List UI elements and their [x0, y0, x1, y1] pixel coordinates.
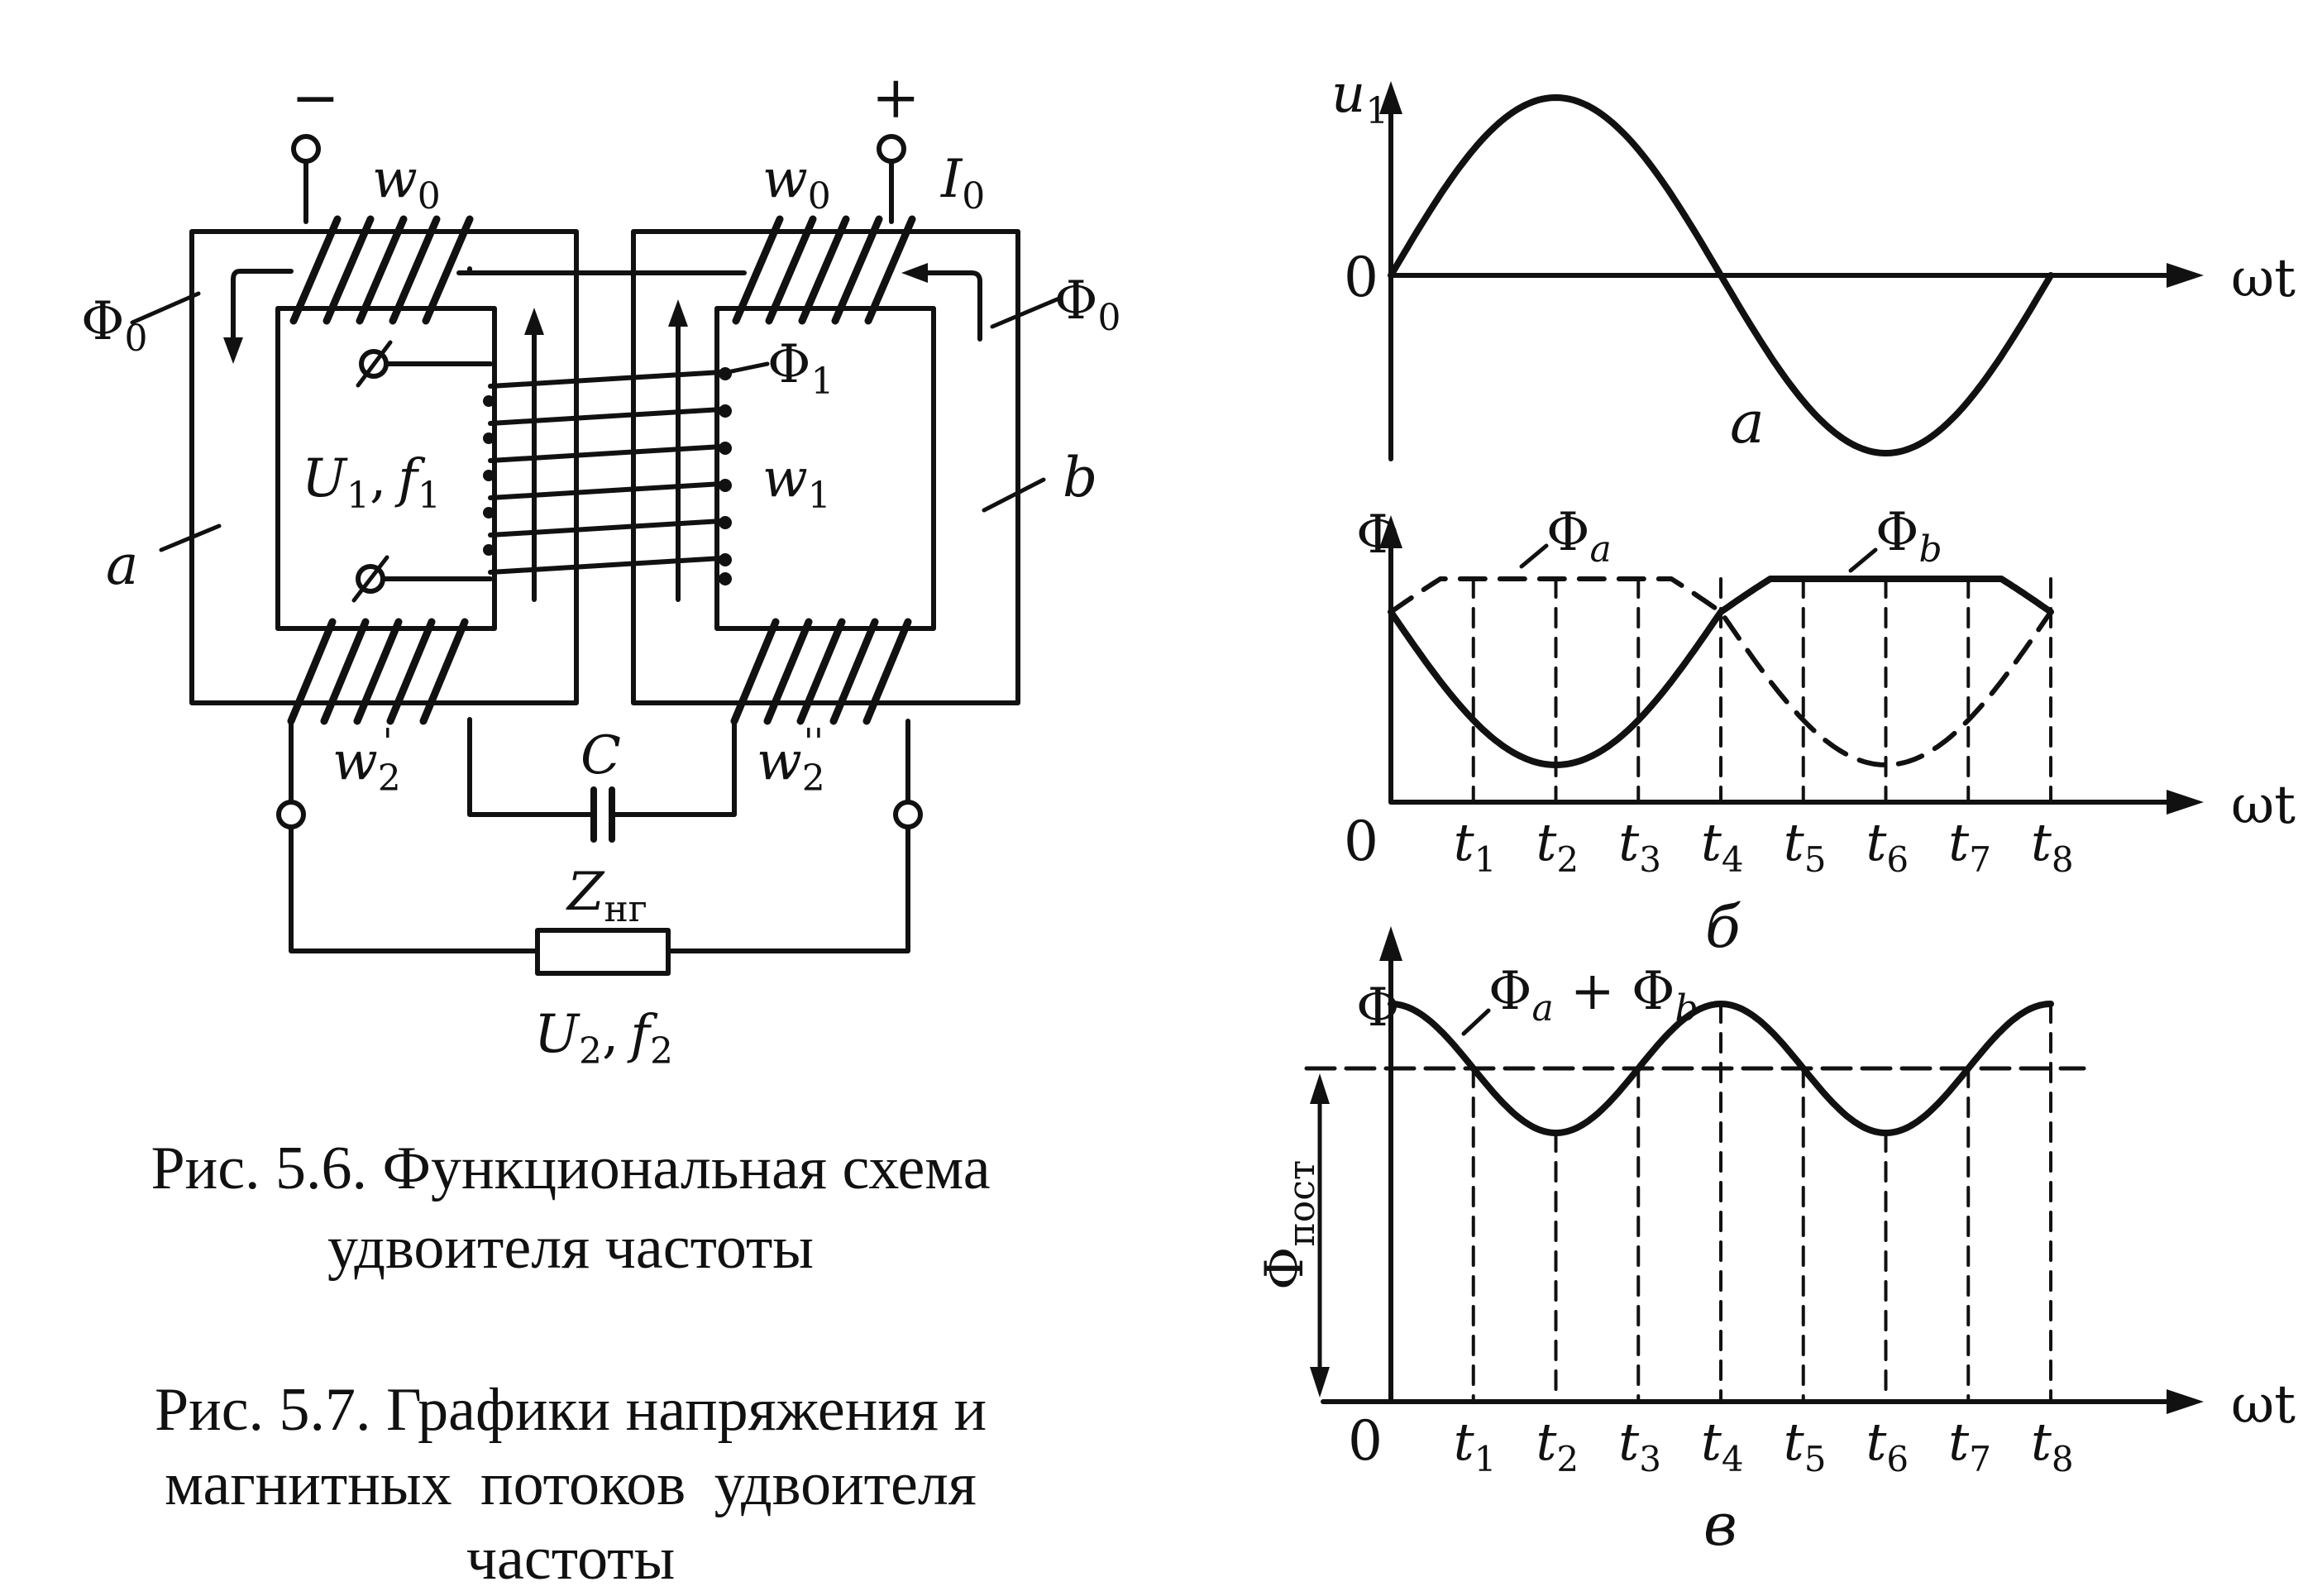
label-w0-right: w0	[762, 149, 831, 217]
output-wiring	[289, 717, 910, 953]
graph-b-tick-labels: t1 t2 t3 t4 t5 t6 t7 t8	[1454, 812, 2074, 880]
caption-5-7-line1: Рис. 5.7. Графики напряжения и	[154, 1376, 987, 1444]
label-phi1: Φ1	[767, 334, 834, 403]
label-core-a: a	[106, 533, 138, 597]
caption-figure-5-6: Рис. 5.6. Функциональная схема удвоителя…	[33, 1129, 1108, 1288]
coil-w1	[488, 370, 724, 575]
curve-u1	[1388, 94, 2054, 456]
graph-v-time-lines	[1471, 1002, 2052, 1403]
tick-v-t5: t5	[1784, 1412, 1827, 1479]
graph-v-tick-labels: t1 t2 t3 t4 t5 t6 t7 t8	[1454, 1412, 2074, 1479]
tick-v-t3: t3	[1618, 1412, 1661, 1479]
tick-v-t2: t2	[1536, 1412, 1579, 1479]
caption-figure-5-7: Рис. 5.7. Графики напряжения и магнитных…	[33, 1373, 1108, 1596]
label-phi-sum: Φa + Φb	[1488, 961, 1698, 1030]
label-u1-f1: U1,f1	[302, 448, 441, 517]
graph-a: u1 0 ωt a	[1331, 64, 2296, 461]
graph-v: Φ Φa + Φb Φпост 0 ωt t1 t2 t3 t4 t5 t6 t7 t8 в	[1254, 926, 2296, 1559]
tick-b-t1: t1	[1454, 812, 1497, 880]
bias-supply-wiring	[303, 159, 894, 275]
flux-phi0-left-arrow	[223, 269, 294, 364]
terminal-output-left	[276, 800, 306, 829]
label-z-load: Zнг	[566, 862, 647, 930]
tick-v-t8: t8	[2031, 1412, 2074, 1479]
graph-v-x-label: ωt	[2231, 1374, 2296, 1436]
pointer-phi-sum	[1461, 1008, 1491, 1036]
graph-v-letter: в	[1703, 1491, 1737, 1559]
tick-v-t6: t6	[1866, 1412, 1909, 1479]
caption-5-6-line1: Рис. 5.6. Функциональная схема	[150, 1135, 991, 1202]
tick-b-t7: t7	[1948, 812, 1991, 880]
flux-phi0-right-arrow	[901, 263, 982, 342]
label-w2-double-prime: w2''	[757, 721, 825, 800]
flux-phi1-arrows	[524, 299, 688, 602]
graph-a-letter: a	[1730, 389, 1765, 456]
caption-5-6-line2: удвоителя частоты	[327, 1214, 815, 1282]
terminal-u1-bottom	[351, 555, 493, 603]
coil-w2-prime	[287, 618, 469, 725]
caption-5-7-line2: магнитных потоков удвоителя	[165, 1450, 977, 1518]
coil-w0-right	[732, 215, 916, 325]
graph-a-y-label: u1	[1331, 64, 1388, 132]
graph-v-y-label: Φ	[1356, 977, 1399, 1039]
tick-b-t5: t5	[1784, 812, 1827, 880]
label-phi-post: Φпост	[1254, 1160, 1323, 1290]
label-minus: −	[291, 64, 340, 131]
label-phi0-right: Φ0	[1054, 270, 1120, 339]
pointer-phi-a	[1519, 543, 1549, 569]
core-b	[631, 229, 1020, 705]
tick-v-t1: t1	[1454, 1412, 1497, 1479]
coil-w2-double-prime	[730, 618, 912, 725]
label-pointers	[130, 291, 1063, 552]
graph-b-zero: 0	[1344, 810, 1378, 873]
graph-a-zero: 0	[1344, 246, 1378, 309]
tick-v-t7: t7	[1948, 1412, 1991, 1479]
caption-5-7-line3: частоты	[466, 1525, 676, 1593]
tick-b-t8: t8	[2031, 812, 2074, 880]
curve-phi-sum	[1388, 1001, 2054, 1136]
label-w2-prime: w2'	[332, 721, 401, 800]
core-a	[189, 229, 579, 705]
label-i0: I0	[940, 149, 985, 217]
terminal-output-right	[893, 800, 923, 829]
load-resistor	[535, 928, 671, 976]
label-phi0-left: Φ0	[81, 291, 147, 360]
tick-b-t6: t6	[1866, 812, 1909, 880]
label-u2-f2: U2,f2	[534, 1004, 673, 1073]
tick-b-t3: t3	[1618, 812, 1661, 880]
label-plus: +	[872, 64, 920, 131]
graphs: u1 0 ωt a Φ Φa Φb 0 ωt t1 t2 t3 t4 t5 t6 t7 t8 …	[1254, 64, 2296, 1559]
graph-b-time-lines	[1471, 577, 2052, 804]
tick-b-t4: t4	[1701, 812, 1744, 880]
label-core-b: b	[1063, 446, 1097, 509]
label-w0-left: w0	[372, 149, 441, 217]
graph-b-letter: б	[1705, 893, 1741, 961]
terminal-u1-top	[356, 340, 493, 388]
graph-v-zero: 0	[1348, 1409, 1383, 1473]
label-w1: w1	[762, 448, 831, 517]
tick-v-t4: t4	[1701, 1412, 1744, 1479]
label-c: C	[580, 725, 621, 786]
coil-w0-left	[289, 215, 474, 325]
frequency-doubler-scheme: − + w0 w0 I0 Φ0 Φ0 Φ1 U1,f1 w1 a b w2' w…	[81, 64, 1120, 1073]
curve-phi-b	[1388, 576, 2054, 768]
capacitor-c	[590, 786, 615, 843]
graph-a-x-label: ωt	[2231, 248, 2296, 309]
curve-phi-a	[1388, 576, 2053, 767]
terminal-minus	[291, 134, 321, 164]
coil-w1-turn-dots	[483, 367, 732, 585]
graph-b: Φ Φa Φb 0 ωt t1 t2 t3 t4 t5 t6 t7 t8 б	[1344, 502, 2296, 961]
label-phi-a: Φa	[1546, 502, 1612, 571]
phi-post-dimension	[1310, 1073, 1330, 1398]
terminal-plus	[877, 134, 906, 164]
graph-b-x-label: ωt	[2231, 775, 2296, 836]
pointer-phi-b	[1848, 547, 1878, 573]
graph-b-y-label: Φ	[1356, 504, 1399, 566]
tick-b-t2: t2	[1536, 812, 1579, 880]
label-phi-b: Φb	[1875, 502, 1942, 571]
